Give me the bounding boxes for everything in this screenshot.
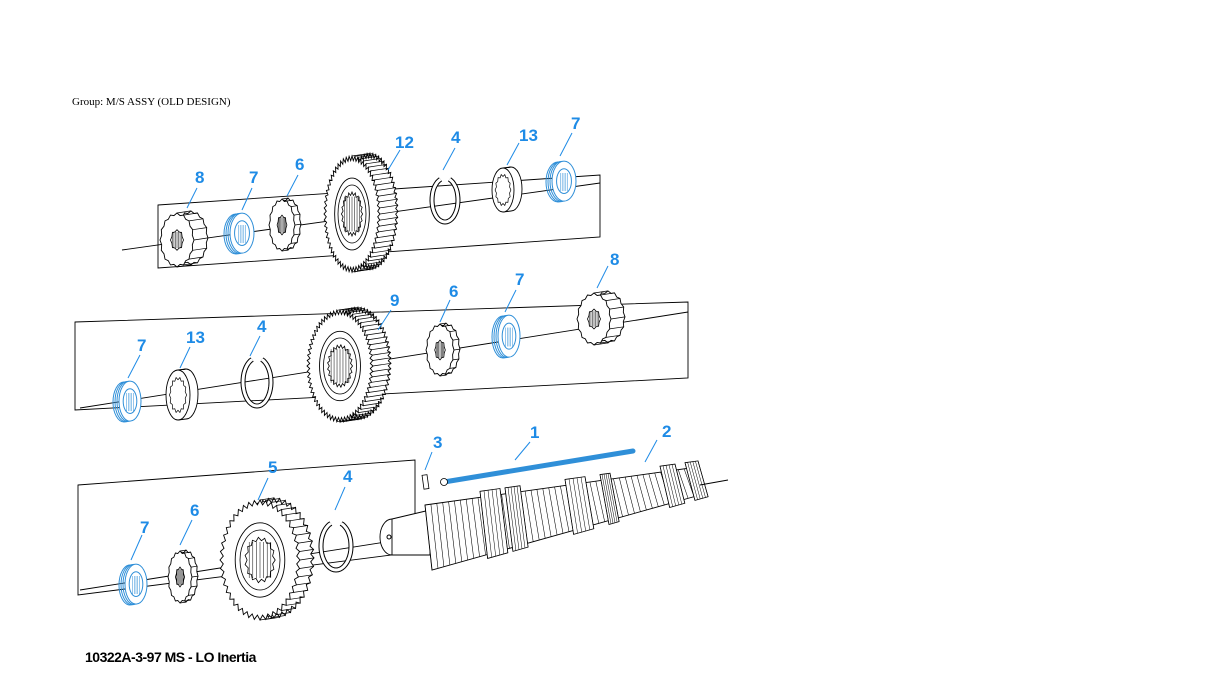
callout-4-upper[interactable]: 4 bbox=[451, 128, 461, 147]
snap-ring-4-lower[interactable] bbox=[318, 521, 354, 573]
callout-6-upper[interactable]: 6 bbox=[295, 155, 304, 174]
mainshaft-2[interactable] bbox=[379, 460, 729, 571]
gear-12-upper[interactable] bbox=[323, 151, 399, 274]
gear-8-upper[interactable] bbox=[159, 210, 209, 268]
gear-5-lower[interactable] bbox=[219, 496, 315, 621]
synchro-ring-7-lower[interactable] bbox=[118, 563, 148, 606]
gear-9-middle[interactable] bbox=[306, 305, 392, 424]
callout-8-middle[interactable]: 8 bbox=[610, 250, 619, 269]
gear-6-middle[interactable] bbox=[425, 322, 461, 377]
callout-13-middle[interactable]: 13 bbox=[186, 328, 205, 347]
key-1[interactable] bbox=[440, 448, 636, 486]
callout-3-lower[interactable]: 3 bbox=[433, 433, 442, 452]
callout-6-middle[interactable]: 6 bbox=[449, 282, 458, 301]
callout-5-lower[interactable]: 5 bbox=[268, 458, 277, 477]
spacer-13-middle[interactable] bbox=[165, 368, 199, 421]
callout-7-upper-right[interactable]: 7 bbox=[571, 114, 580, 133]
callout-2-lower[interactable]: 2 bbox=[662, 422, 671, 441]
callout-7-upper-left[interactable]: 7 bbox=[249, 168, 258, 187]
callout-9-middle[interactable]: 9 bbox=[390, 291, 399, 310]
pin-3[interactable] bbox=[421, 474, 430, 490]
synchro-ring-7-upper-right[interactable] bbox=[545, 160, 577, 203]
callout-7-lower[interactable]: 7 bbox=[140, 518, 149, 537]
gear-6-lower[interactable] bbox=[167, 549, 199, 604]
synchro-ring-7-middle-right[interactable] bbox=[491, 314, 521, 359]
synchro-ring-7-upper-left[interactable] bbox=[223, 212, 255, 255]
group-label: Group: M/S ASSY (OLD DESIGN) bbox=[72, 96, 231, 108]
callout-6-lower[interactable]: 6 bbox=[190, 501, 199, 520]
callout-1-lower[interactable]: 1 bbox=[530, 423, 539, 442]
callout-13-upper[interactable]: 13 bbox=[519, 126, 538, 145]
spacer-13-upper[interactable] bbox=[491, 166, 523, 213]
snap-ring-4-upper[interactable] bbox=[429, 177, 461, 225]
gear-8-middle[interactable] bbox=[576, 290, 626, 346]
figure-caption: 10322A-3-97 MS - LO Inertia bbox=[85, 649, 256, 665]
callout-4-lower[interactable]: 4 bbox=[343, 467, 353, 486]
callout-8-upper[interactable]: 8 bbox=[195, 168, 204, 187]
gear-6-upper[interactable] bbox=[268, 197, 302, 252]
synchro-ring-7-middle-left[interactable] bbox=[112, 380, 142, 423]
callout-12-upper[interactable]: 12 bbox=[395, 133, 414, 152]
snap-ring-4-middle[interactable] bbox=[240, 357, 274, 409]
callout-7-middle-right[interactable]: 7 bbox=[515, 270, 524, 289]
callout-7-middle-left[interactable]: 7 bbox=[137, 336, 146, 355]
callout-4-middle[interactable]: 4 bbox=[257, 317, 267, 336]
